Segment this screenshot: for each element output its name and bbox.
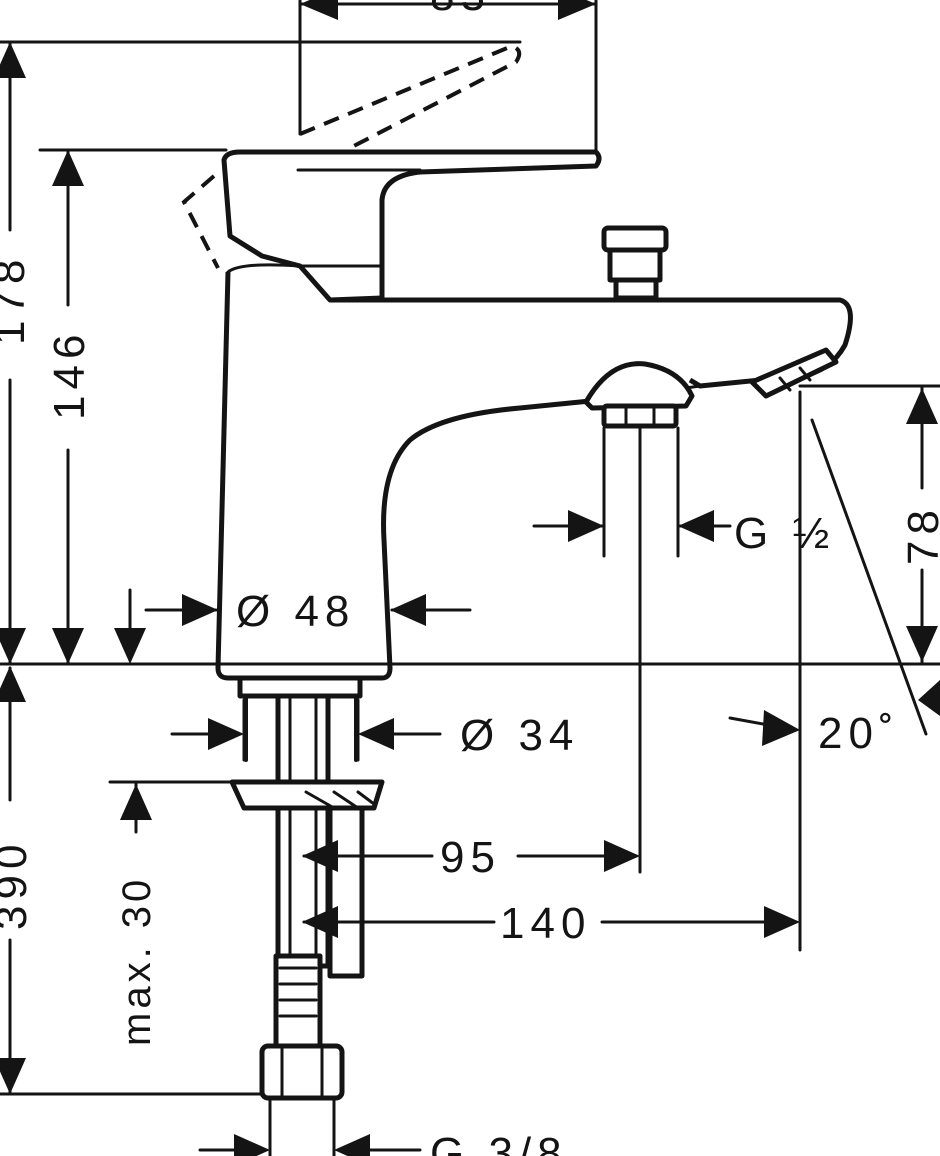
dim-inlet-thread: G 3/8 <box>198 1129 568 1156</box>
dim-body-height-label: 146 <box>45 329 94 420</box>
dim-shank-diameter-label: Ø 34 <box>460 711 579 760</box>
dim-spout-angle: 20˚ <box>728 680 940 758</box>
dim-total-height: 178 <box>0 40 34 666</box>
dim-axis-to-outlet-label: 140 <box>500 899 591 948</box>
dim-outlet-thread: G ½ <box>532 509 835 558</box>
dim-shank-length: 390 <box>0 666 36 1096</box>
dim-max-counter-label: max. 30 <box>115 876 159 1046</box>
dim-total-height-label: 178 <box>0 254 34 345</box>
dim-axis-to-outlet: 140 <box>302 899 800 948</box>
body-outline <box>215 271 601 681</box>
dim-shank-length-label: 390 <box>0 839 36 930</box>
dim-spout-angle-label: 20˚ <box>818 709 900 758</box>
lever-handle <box>221 149 602 303</box>
dim-body-diameter: Ø 48 <box>114 587 472 664</box>
dim-axis-to-diverter-label: 95 <box>440 833 501 882</box>
dim-body-diameter-label: Ø 48 <box>236 587 355 636</box>
dim-axis-to-diverter: 95 <box>302 833 640 882</box>
outlet-aerator <box>583 361 695 429</box>
shank-assembly <box>229 675 385 1101</box>
dim-top-width: 83 <box>298 0 598 20</box>
lever-underside <box>226 263 382 274</box>
dim-spout-height-label: 78 <box>899 504 940 565</box>
dim-inlet-thread-label: G 3/8 <box>430 1129 568 1156</box>
dim-shank-diameter: Ø 34 <box>170 711 579 760</box>
spout-nozzle <box>749 347 839 399</box>
dim-top-width-label: 83 <box>430 0 491 20</box>
dim-max-counter: max. 30 <box>115 780 159 1046</box>
lever-open-position <box>299 43 522 150</box>
dim-spout-height: 78 <box>899 384 940 666</box>
dim-body-height: 146 <box>45 148 94 666</box>
lever-side-position <box>181 174 220 269</box>
dim-outlet-thread-label: G ½ <box>734 509 835 558</box>
diverter-knob <box>601 225 669 301</box>
